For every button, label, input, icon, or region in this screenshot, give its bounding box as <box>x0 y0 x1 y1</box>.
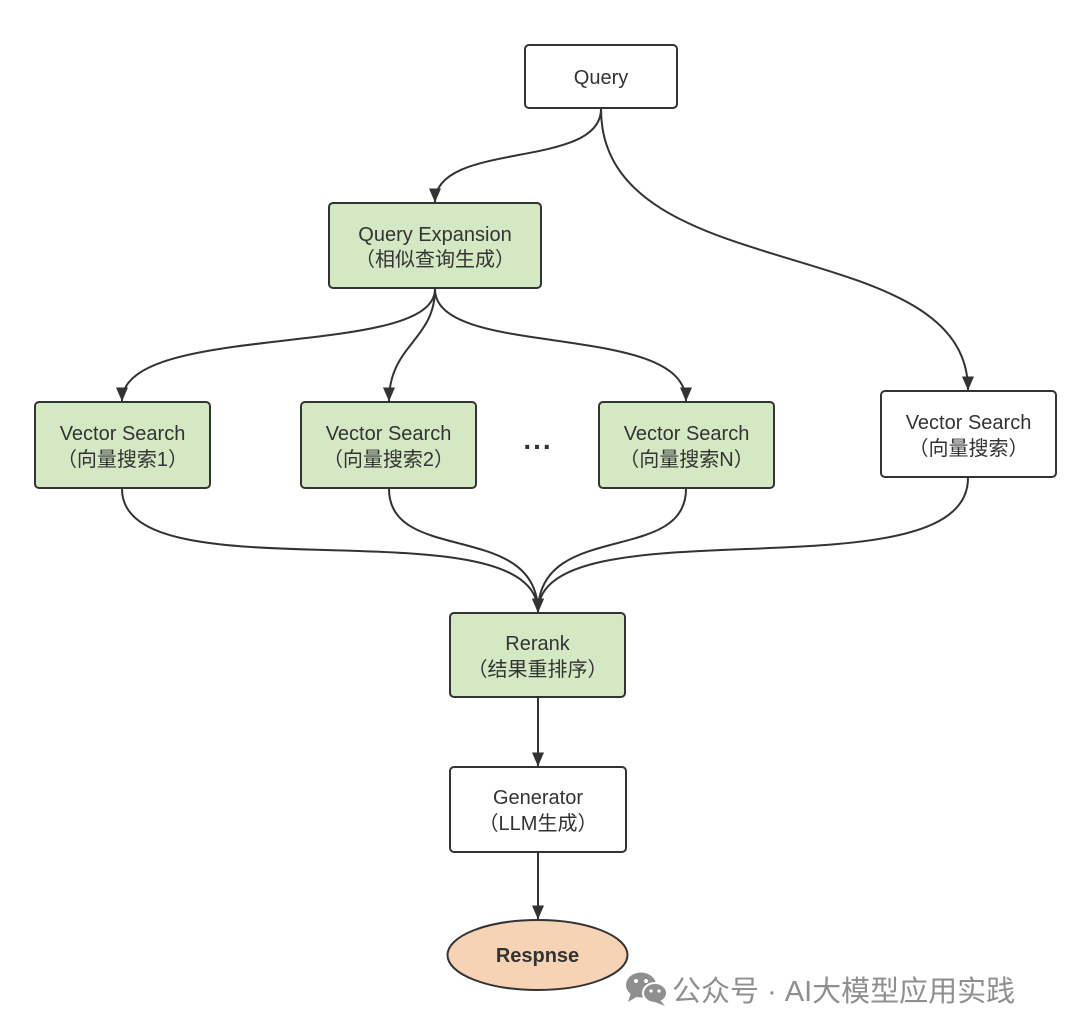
generator-node: Generator （LLM生成） <box>449 766 627 853</box>
wechat-icon-small-tail <box>655 1000 665 1006</box>
edge-expansion-to-vector-search-n <box>434 288 692 402</box>
query-expansion-subtitle: （相似查询生成） <box>355 248 515 271</box>
vector-search-2-node: Vector Search （向量搜索2） <box>300 401 477 489</box>
rerank-title: Rerank <box>505 633 570 655</box>
vector-search-2-subtitle: （向量搜索2） <box>323 448 454 471</box>
vector-search-n-box <box>598 401 775 489</box>
query-expansion-title: Query Expansion <box>358 224 511 246</box>
edges <box>116 108 974 920</box>
edge-vector-search-direct-to-rerank <box>532 477 969 613</box>
rerank-subtitle: （结果重排序） <box>468 658 608 681</box>
edge-query-to-vector-search-direct <box>600 108 974 391</box>
vector-search-direct-subtitle: （向量搜索） <box>909 437 1029 460</box>
response-node: Respnse <box>446 919 629 991</box>
vector-search-1-subtitle: （向量搜索1） <box>57 448 188 471</box>
watermark-text: 公众号 · AI大模型应用实践 <box>672 975 1015 1008</box>
vector-search-n-subtitle: （向量搜索N） <box>619 448 753 471</box>
wechat-icon-eye <box>644 979 648 983</box>
vector-search-n-node: Vector Search （向量搜索N） <box>598 401 775 489</box>
query-label: Query <box>574 67 628 89</box>
generator-title: Generator <box>493 787 583 809</box>
vector-search-1-title: Vector Search <box>60 423 186 445</box>
vector-search-1-node: Vector Search （向量搜索1） <box>34 401 211 489</box>
query-expansion-node: Query Expansion （相似查询生成） <box>328 202 542 289</box>
query-expansion-box <box>328 202 542 289</box>
generator-box <box>449 766 627 853</box>
wechat-icon-eye <box>634 979 638 983</box>
edge-vector-search-2-to-rerank <box>388 488 544 613</box>
query-box <box>524 44 678 109</box>
vector-search-n-title: Vector Search <box>624 423 750 445</box>
wechat-icon-eye <box>649 989 653 993</box>
vector-search-2-title: Vector Search <box>326 423 452 445</box>
more-searches-ellipsis: ... <box>523 424 552 455</box>
wechat-icon-small-bubble <box>642 982 668 1004</box>
rerank-box <box>449 612 626 698</box>
vector-search-1-box <box>34 401 211 489</box>
rerank-node: Rerank （结果重排序） <box>449 612 626 698</box>
wechat-icon-large-tail <box>628 993 638 1002</box>
wechat-icon <box>626 972 668 1006</box>
generator-subtitle: （LLM生成） <box>479 812 598 835</box>
vector-search-direct-title: Vector Search <box>906 412 1032 434</box>
edge-vector-search-1-to-rerank <box>121 488 544 613</box>
watermark: 公众号 · AI大模型应用实践 <box>626 972 1015 1008</box>
vector-search-direct-box <box>880 390 1057 478</box>
edge-query-to-query-expansion <box>429 108 602 203</box>
edge-vector-search-n-to-rerank <box>532 488 687 613</box>
wechat-icon-eye <box>657 989 661 993</box>
response-label: Respnse <box>496 945 579 967</box>
vector-search-direct-node: Vector Search （向量搜索） <box>880 390 1057 478</box>
query-node: Query <box>524 44 678 109</box>
response-ellipse <box>446 919 629 991</box>
vector-search-2-box <box>300 401 477 489</box>
edge-expansion-to-vector-search-2 <box>383 288 436 402</box>
edge-expansion-to-vector-search-1 <box>116 288 436 402</box>
